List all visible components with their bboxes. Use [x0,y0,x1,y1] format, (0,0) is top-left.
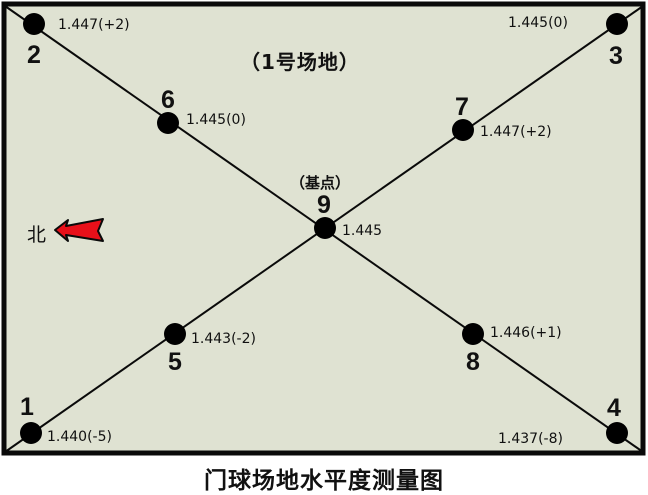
base-point-label: （基点） [290,174,351,192]
point-4-marker [606,422,628,444]
point-9-number: 9 [317,191,331,219]
diagram-title: 门球场地水平度测量图 [204,468,444,494]
point-6-value: 1.445(0) [186,112,246,128]
point-8-number: 8 [466,348,480,376]
north-label: 北 [27,224,47,246]
point-1-number: 1 [20,393,34,421]
point-1-value: 1.440(-5) [47,429,112,445]
point-5-number: 5 [168,348,182,376]
point-7-number: 7 [455,93,469,121]
point-8-marker [462,323,484,345]
point-3-value: 1.445(0) [508,15,568,31]
point-8-value: 1.446(+1) [490,325,562,341]
point-2-marker [23,13,45,35]
point-1-marker [20,422,42,444]
point-9-value: 1.445 [342,223,383,239]
point-9-base-marker [314,217,336,239]
point-5-marker [164,323,186,345]
point-7-value: 1.447(+2) [480,124,552,140]
point-3-marker [606,13,628,35]
point-3-number: 3 [609,42,623,70]
point-2-number: 2 [27,41,41,69]
field-label: （1号场地） [240,50,360,74]
point-7-marker [452,119,474,141]
point-4-value: 1.437(-8) [498,431,563,447]
point-5-value: 1.443(-2) [191,331,256,347]
point-6-marker [157,112,179,134]
point-6-number: 6 [161,86,175,114]
point-2-value: 1.447(+2) [58,17,130,33]
north-arrow-icon [54,218,104,242]
point-4-number: 4 [607,394,621,422]
